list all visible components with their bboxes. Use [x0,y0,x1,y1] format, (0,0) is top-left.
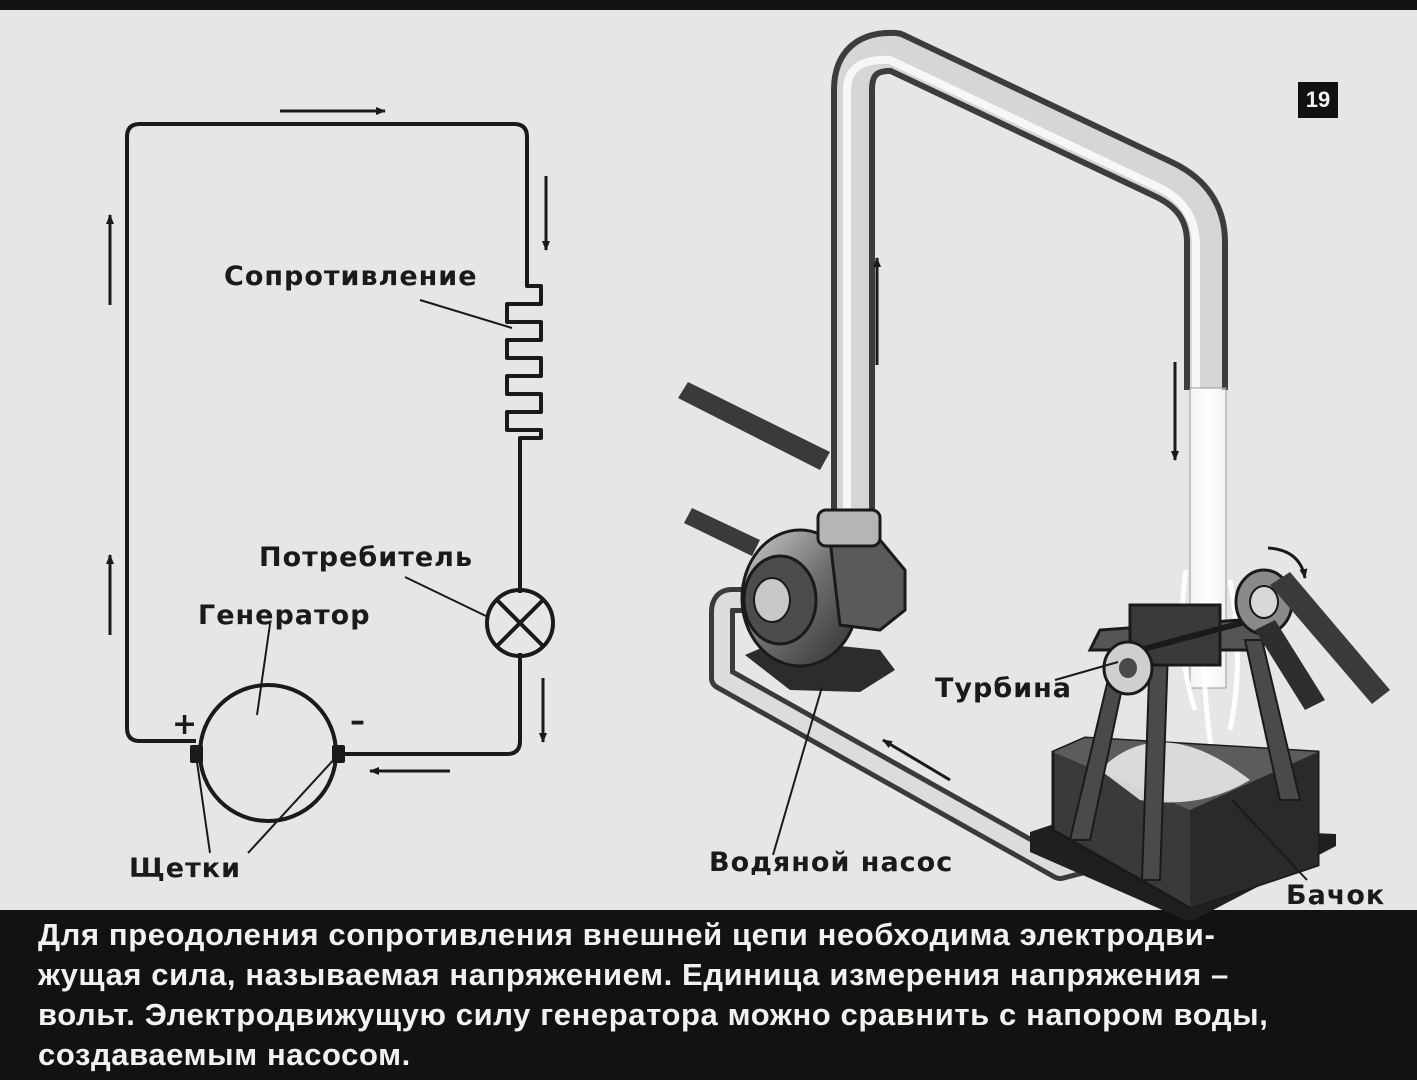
illustration-panel: Сопротивление Потребитель Генератор + – … [0,10,1417,920]
generator-icon [190,683,345,823]
water-system [678,29,1390,920]
label-tank: Бачок [1286,880,1386,911]
resistor-icon [505,280,543,593]
slide-number: 19 [1298,82,1338,118]
label-plus: + [172,707,199,742]
lamp-icon [485,588,555,658]
turbine [1068,546,1390,881]
arrow-left-icon [882,738,951,782]
circuit [125,122,555,854]
label-consumer: Потребитель [259,542,474,573]
label-water-pump: Водяной насос [709,847,954,878]
circuit-wire [125,122,529,743]
caption-line: Для преодоления сопротивления внешней це… [38,917,1216,952]
caption-line: жущая сила, называемая напряжением. Един… [38,957,1229,992]
label-generator: Генератор [198,600,371,631]
caption-line: создаваемым насосом. [38,1037,411,1072]
water-pump [740,508,907,692]
circuit-wire-return [338,653,522,756]
return-pipe [714,592,1132,876]
caption: Для преодоления сопротивления внешней це… [38,915,1388,1075]
caption-line: вольт. Электродвижущую силу генератора м… [38,997,1269,1032]
label-resistance: Сопротивление [224,261,478,292]
circuit-arrows [106,107,550,775]
label-brushes: Щетки [129,853,241,884]
drive-belt [678,382,830,470]
drive-belt [684,508,760,556]
label-minus: – [350,704,366,739]
label-turbine: Турбина [935,673,1072,704]
diagram-art [106,29,1390,920]
water-pipe [837,35,1222,515]
